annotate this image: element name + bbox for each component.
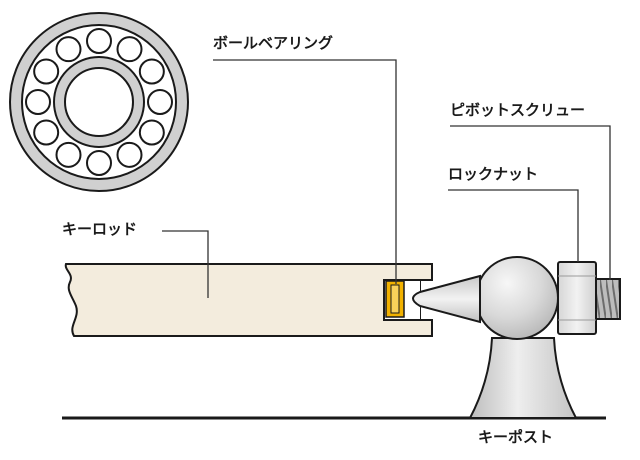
bearing-ball [116, 36, 143, 63]
lock-nut [557, 261, 597, 335]
pivot-screw-thread [595, 278, 621, 320]
bearing-ball [138, 58, 165, 85]
label-ball-bearing: ボールベアリング [213, 34, 334, 52]
label-key-post: キーポスト [478, 428, 554, 446]
bearing-ball [138, 119, 165, 146]
leader-key-rod [162, 230, 209, 298]
pivot-head [475, 256, 559, 340]
bearing-ball [55, 36, 82, 63]
bearing-ball [33, 119, 60, 146]
key-rod [64, 263, 433, 337]
label-key-rod: キーロッド [62, 220, 138, 238]
pivot-cone [412, 274, 481, 324]
key-post [468, 337, 578, 419]
bearing-insert-inner [390, 284, 400, 314]
label-pivot-screw: ピボットスクリュー [450, 101, 586, 119]
label-lock-nut: ロックナット [448, 165, 539, 183]
bearing-ball [147, 89, 173, 115]
leader-pivot-screw [450, 125, 611, 280]
bearing-balls [25, 28, 173, 176]
bearing-ball [33, 58, 60, 85]
bearing-ball [55, 141, 82, 168]
bearing-ball [86, 28, 112, 54]
key-rod-slot-edge [383, 279, 432, 321]
bearing-bore [64, 67, 134, 137]
leader-ball-bearing [213, 59, 397, 284]
bearing-ball [86, 150, 112, 176]
bearing-ball [25, 89, 51, 115]
ball-bearing-illustration [9, 12, 189, 192]
bearing-ball [116, 141, 143, 168]
leader-lock-nut [448, 189, 579, 262]
